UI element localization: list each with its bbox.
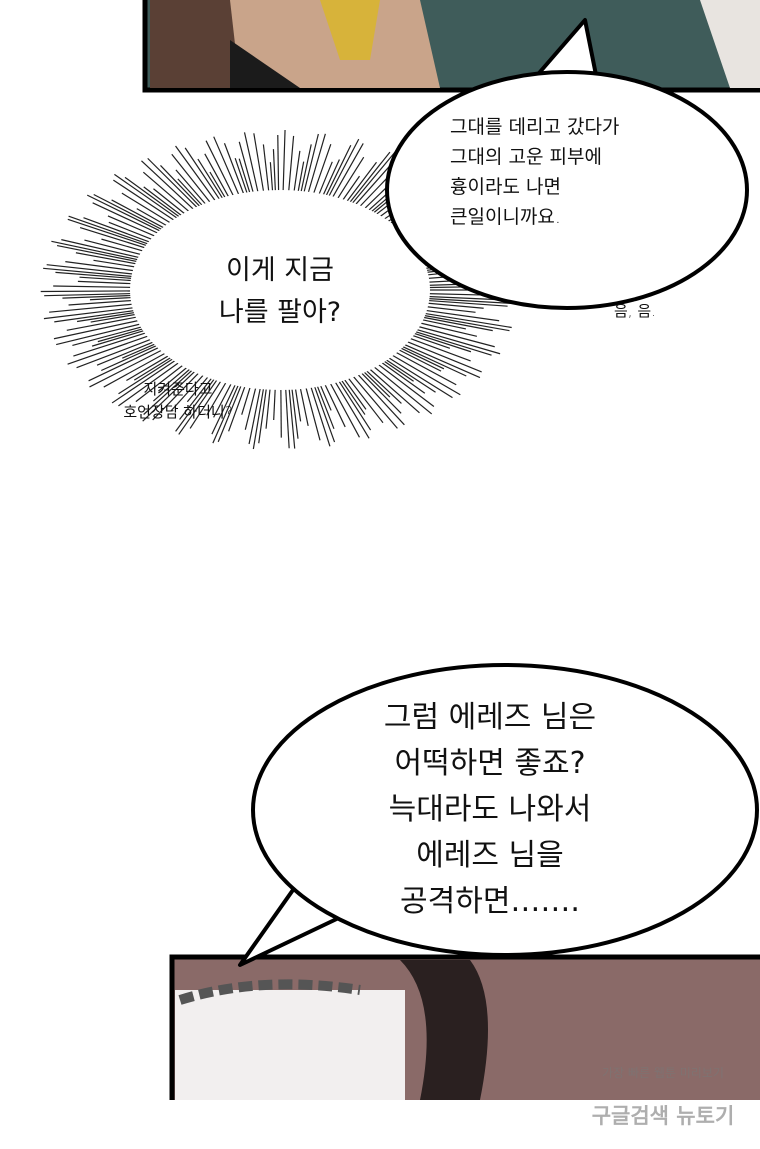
speech-bubble-1-text: 그대를 데리고 갔다가 그대의 고운 피부에 흉이라도 나면 큰일이니까요.	[420, 112, 700, 232]
burst-line	[49, 304, 139, 313]
burst-line	[41, 291, 138, 292]
burst-line	[394, 347, 441, 371]
burst-line	[297, 162, 303, 196]
thought-burst-text: 이게 지금 나를 팔아?	[170, 250, 390, 334]
thought-burst-aside: 지켜준다고 호언장담 하더니?	[88, 378, 268, 424]
watermark: 가장 빠른 웹툰 미리보기 구글검색 뉴토기	[578, 1045, 748, 1149]
burst-line	[289, 385, 295, 449]
watermark-line-1: 가장 빠른 웹툰 미리보기	[578, 1064, 748, 1081]
burst-line	[68, 219, 153, 247]
burst-line	[313, 382, 334, 442]
burst-line	[273, 149, 275, 195]
burst-line	[288, 136, 293, 195]
burst-line	[160, 165, 203, 210]
burst-line	[214, 137, 241, 199]
watermark-line-2: 구글검색 뉴토기	[578, 1100, 748, 1130]
burst-line	[316, 382, 334, 429]
top-panel	[145, 0, 760, 90]
burst-line	[285, 385, 289, 448]
burst-line	[283, 130, 285, 195]
burst-line	[278, 135, 279, 195]
burst-line	[333, 378, 369, 438]
burst-line	[141, 161, 197, 213]
burst-line	[263, 144, 269, 195]
burst-line	[178, 179, 206, 209]
speech-bubble-1-aside: 음, 음.	[614, 300, 656, 321]
burst-line	[78, 281, 138, 284]
burst-line	[274, 385, 276, 420]
burst-line	[53, 286, 137, 287]
burst-line	[54, 319, 144, 339]
burst-line	[254, 133, 264, 195]
speech-bubble-2-text: 그럼 에레즈 님은 어떡하면 좋죠? 늑대라도 나와서 에레즈 님을 공격하면……	[300, 695, 680, 925]
burst-line	[87, 195, 165, 233]
burst-line	[153, 189, 188, 217]
